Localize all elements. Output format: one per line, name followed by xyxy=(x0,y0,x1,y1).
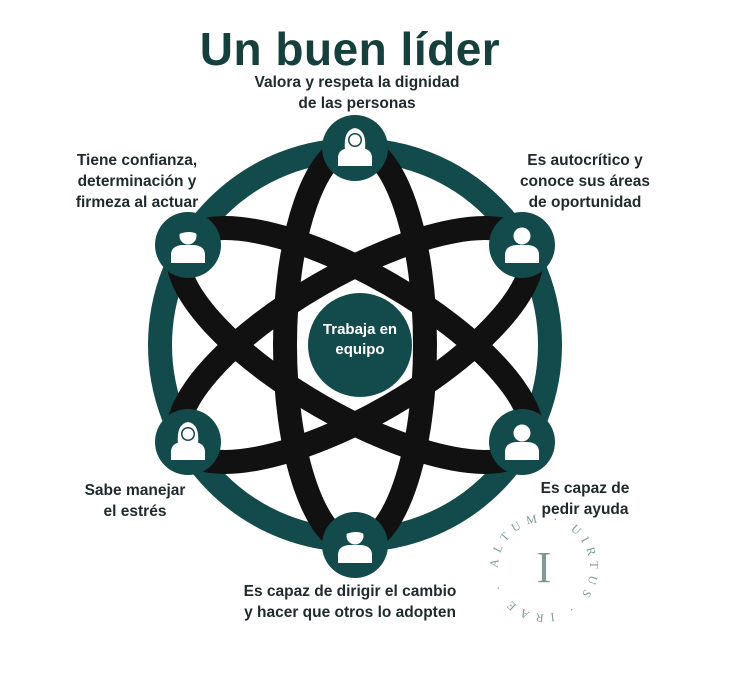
logo-letter: I xyxy=(537,543,552,592)
woman-icon xyxy=(338,128,372,166)
label-top-left-line3: firmeza al actuar xyxy=(75,194,199,211)
label-bottom: Es capaz de dirigir el cambio y hacer qu… xyxy=(225,581,475,623)
label-bottom-right-line1: Es capaz de xyxy=(540,480,630,497)
label-bottom-line2: y hacer que otros lo adopten xyxy=(244,604,456,621)
man-icon xyxy=(171,225,205,263)
page-title: Un buen líder xyxy=(199,23,501,75)
person-icon xyxy=(505,227,539,263)
person-node xyxy=(489,212,555,278)
center-label-line2: equipo xyxy=(335,341,385,358)
altum-logo: ALTUM · UIRTUS · IRAE · I xyxy=(487,510,595,625)
label-top-right-line2: conoce sus áreas xyxy=(519,173,651,190)
label-top-line1: Valora y respeta la dignidad xyxy=(254,74,460,91)
center-label: Trabaja en equipo xyxy=(305,320,415,360)
label-bottom-left: Sabe manejar el estrés xyxy=(60,480,210,522)
person-icon xyxy=(505,424,539,460)
label-bottom-left-line1: Sabe manejar xyxy=(84,482,186,499)
center-label-line1: Trabaja en xyxy=(322,321,398,338)
label-top-line2: de las personas xyxy=(298,95,416,112)
label-top-left-line2: determinación y xyxy=(77,173,197,190)
person-nodes xyxy=(155,115,555,578)
person-node xyxy=(322,115,388,181)
person-node xyxy=(489,409,555,475)
person-node xyxy=(155,409,221,475)
label-bottom-line1: Es capaz de dirigir el cambio xyxy=(243,583,457,600)
man-icon xyxy=(338,525,372,563)
label-top: Valora y respeta la dignidad de las pers… xyxy=(232,72,482,114)
label-top-left: Tiene confianza, determinación y firmeza… xyxy=(52,150,222,213)
label-top-right: Es autocrítico y conoce sus áreas de opo… xyxy=(505,150,665,213)
label-top-right-line3: de oportunidad xyxy=(528,194,642,211)
label-top-left-line1: Tiene confianza, xyxy=(76,152,198,169)
person-node xyxy=(155,212,221,278)
woman-icon xyxy=(171,422,205,460)
label-bottom-right-line2: pedir ayuda xyxy=(541,501,629,518)
label-bottom-left-line2: el estrés xyxy=(103,503,167,520)
person-node xyxy=(322,512,388,578)
label-top-right-line1: Es autocrítico y xyxy=(527,152,643,169)
label-bottom-right: Es capaz de pedir ayuda xyxy=(520,478,650,520)
center-node xyxy=(308,293,412,397)
